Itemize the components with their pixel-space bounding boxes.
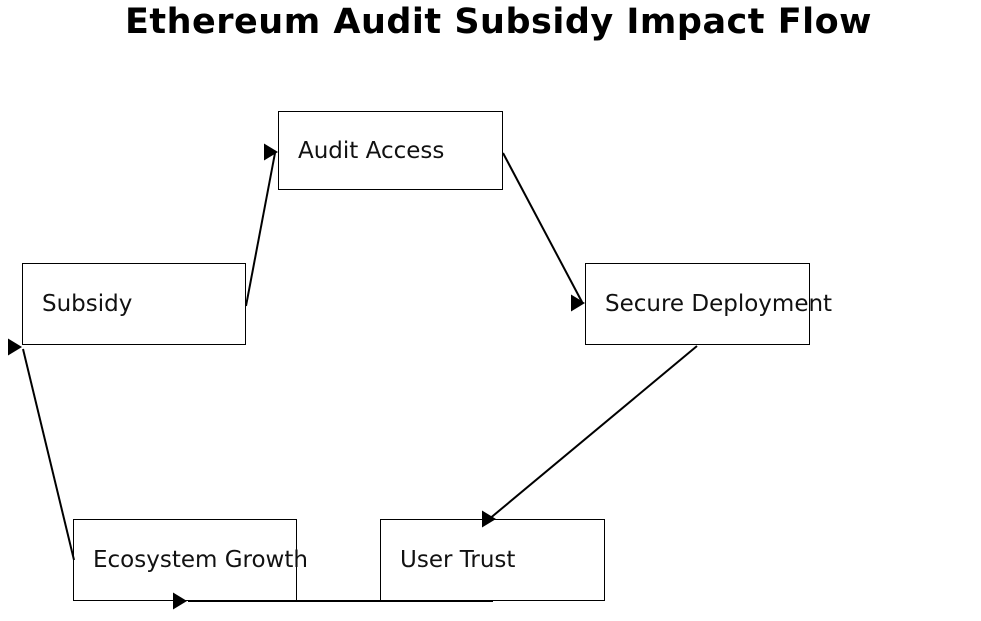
node-label: Secure Deployment bbox=[605, 291, 833, 317]
edge-secure-deployment-to-user-trust bbox=[487, 345, 698, 521]
node-audit-access: Audit Access bbox=[278, 111, 503, 190]
node-label: Ecosystem Growth bbox=[93, 547, 308, 573]
page-title: Ethereum Audit Subsidy Impact Flow bbox=[125, 2, 873, 42]
node-label: Subsidy bbox=[42, 291, 133, 317]
node-label: Audit Access bbox=[298, 137, 445, 164]
edge-ecosystem-growth-to-subsidy bbox=[22, 348, 75, 561]
node-user-trust: User Trust bbox=[380, 519, 605, 601]
edge-subsidy-to-audit-access bbox=[245, 152, 276, 307]
node-secure-deployment: Secure Deployment bbox=[585, 263, 832, 345]
node-label: User Trust bbox=[400, 547, 516, 573]
node-subsidy: Subsidy bbox=[22, 263, 246, 345]
arrowhead-icon bbox=[8, 338, 22, 356]
edge-audit-access-to-secure-deployment bbox=[502, 152, 583, 303]
arrowhead-icon bbox=[264, 143, 278, 161]
arrowhead-icon bbox=[571, 294, 585, 312]
node-ecosystem-growth: Ecosystem Growth bbox=[73, 519, 308, 601]
